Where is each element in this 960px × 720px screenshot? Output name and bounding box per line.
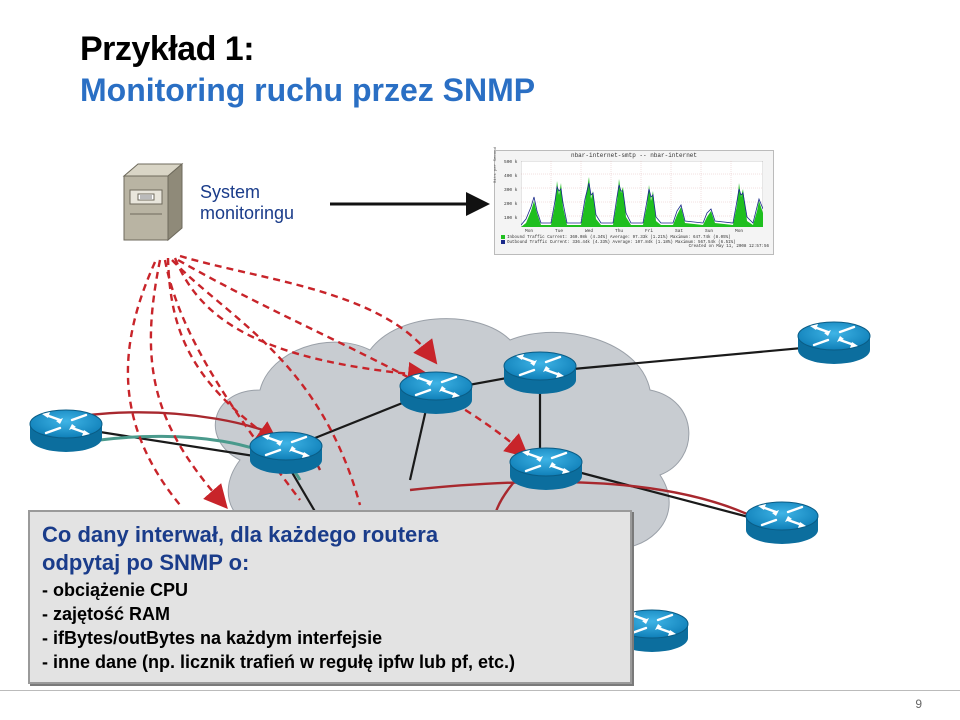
info-line1: Co dany interwał, dla każdego routera [42, 522, 439, 547]
snmp-poll-arrows [126, 254, 530, 510]
info-item: - zajętość RAM [42, 604, 171, 624]
server-icon [122, 162, 184, 242]
graph-y-tick: 300 k [504, 188, 518, 193]
legend-label: Inbound Traffic [507, 236, 545, 241]
graph-x-tick: Thu [615, 229, 624, 234]
inbound-traffic-area [521, 177, 763, 227]
router-icon [28, 408, 104, 454]
graph-y-tick: 100 k [504, 216, 518, 221]
graph-x-tick: Sun [705, 229, 714, 234]
legend-label: Outbound Traffic [507, 241, 548, 246]
graph-y-tick: 500 k [504, 160, 518, 165]
outbound-traffic-line [521, 182, 763, 226]
system-monitoring-label: System monitoringu [200, 182, 294, 224]
system-label-line1: System [200, 182, 261, 202]
info-item: - obciążenie CPU [42, 580, 189, 600]
graph-x-tick: Sat [675, 229, 684, 234]
info-item: - ifBytes/outBytes na każdym interfejsie [42, 628, 383, 648]
graph-x-tick: Wed [585, 229, 594, 234]
router-icon [796, 320, 872, 366]
graph-y-tick: 400 k [504, 174, 518, 179]
graph-x-tick: Tue [555, 229, 564, 234]
graph-side-label: Bits per Second [494, 146, 498, 183]
graph-legend-outbound: Outbound Traffic Current: 336.44k (4.33%… [501, 240, 736, 245]
router-icon [508, 446, 584, 492]
graph-plot-area [521, 161, 763, 227]
system-label-line2: monitoringu [200, 203, 295, 223]
graph-x-tick: Mon [735, 229, 744, 234]
graph-title: nbar-internet-smtp -- nbar-internet [570, 152, 698, 159]
legend-stats: Current: 336.44k (4.33%) Average: 107.84… [549, 241, 736, 246]
slide-title-line2: Monitoring ruchu przez SNMP [80, 72, 536, 108]
graph-legend-inbound: Inbound Traffic Current: 360.08k (4.34%)… [501, 235, 731, 240]
graph-x-tick: Fri [645, 229, 654, 234]
router-icon [744, 500, 820, 546]
router-icon [502, 350, 578, 396]
router-icon [248, 430, 324, 476]
info-line2: odpytaj po SNMP o: [42, 550, 250, 575]
graph-y-tick: 200 k [504, 202, 518, 207]
router-icon [398, 370, 474, 416]
legend-stats: Current: 360.08k (4.34%) Average: 97.33k… [547, 236, 731, 241]
info-item: - inne dane (np. licznik trafień w reguł… [42, 652, 516, 672]
graph-created-note: Created on May 11, 2008 12:57:56 [688, 245, 769, 249]
info-box: Co dany interwał, dla każdego routera od… [28, 510, 632, 684]
graph-thumbnail: nbar-internet-smtp -- nbar-internet Bits… [494, 146, 774, 255]
legend-swatch [501, 235, 505, 239]
legend-swatch [501, 240, 505, 244]
footer-divider [0, 690, 960, 691]
slide-title-line1: Przykład 1: [80, 30, 255, 68]
graph-x-tick: Mon [525, 229, 534, 234]
page-number: 9 [915, 697, 922, 711]
